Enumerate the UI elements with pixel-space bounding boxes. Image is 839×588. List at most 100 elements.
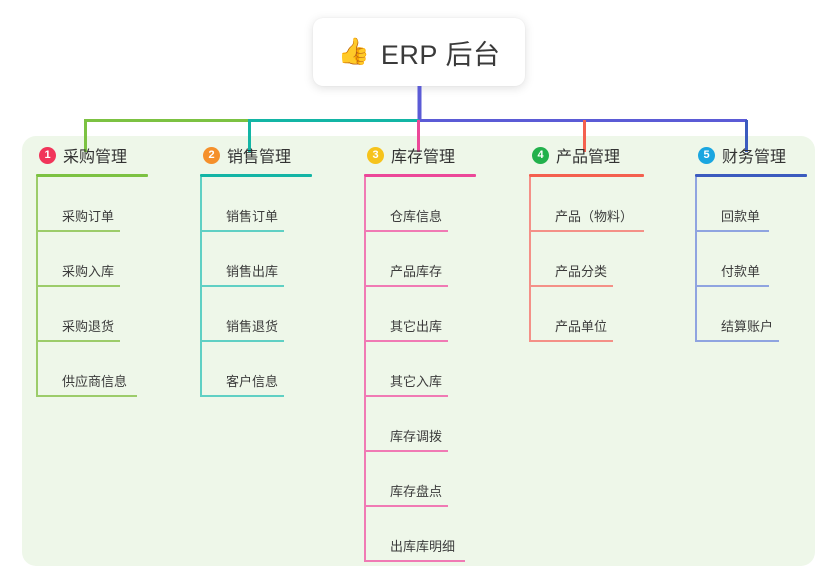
branch-item[interactable]: 其它入库 (364, 342, 514, 397)
root-node-card[interactable]: 👍 ERP 后台 (313, 18, 525, 86)
branch-title: 产品管理 (556, 149, 621, 166)
branch-title: 库存管理 (391, 149, 456, 166)
branch-column-5: 5 财务管理回款单付款单结算账户 (695, 142, 835, 342)
branch-item-label: 采购入库 (62, 264, 115, 279)
branch-children: 采购订单采购入库采购退货供应商信息 (36, 177, 186, 397)
branch-item-rule (36, 285, 120, 287)
branch-item[interactable]: 销售订单 (200, 177, 350, 232)
branch-item-rule (200, 340, 284, 342)
branch-item-rule (695, 340, 779, 342)
branch-item-rule (529, 285, 613, 287)
branch-children: 产品（物料） 产品分类产品单位 (529, 177, 689, 342)
branch-item[interactable]: 采购订单 (36, 177, 186, 232)
thumbs-up-icon: 👍 (337, 36, 370, 66)
branch-item-rule (529, 340, 613, 342)
branch-item-label: 其它出库 (390, 319, 443, 334)
branch-spine (364, 177, 366, 562)
branch-number-badge: 5 (698, 146, 715, 164)
branch-number-badge: 4 (532, 146, 549, 164)
root-node-title: ERP 后台 (380, 39, 501, 70)
branch-spine (200, 177, 202, 397)
branch-column-3: 3 库存管理仓库信息产品库存其它出库其它入库库存调拨库存盘点出库库明细 (364, 142, 514, 562)
branch-item-label: 回款单 (721, 209, 761, 224)
branch-title: 销售管理 (227, 149, 292, 166)
branch-item[interactable]: 回款单 (695, 177, 835, 232)
branch-item-label: 结算账户 (721, 319, 774, 334)
branch-header-rule (529, 174, 644, 177)
branch-column-4: 4 产品管理产品（物料） 产品分类产品单位 (529, 142, 689, 342)
branch-item-label: 产品库存 (390, 264, 443, 279)
branch-item[interactable]: 客户信息 (200, 342, 350, 397)
branch-item-label: 销售出库 (226, 264, 279, 279)
branch-header-rule (695, 174, 807, 177)
branch-item-rule (364, 505, 448, 507)
branch-item[interactable]: 产品分类 (529, 232, 689, 287)
branch-item-label: 产品（物料） (555, 209, 634, 224)
branch-item-label: 供应商信息 (62, 374, 128, 389)
branch-item[interactable]: 产品库存 (364, 232, 514, 287)
branch-item[interactable]: 产品（物料） (529, 177, 689, 232)
branch-spine (36, 177, 38, 397)
branch-header-2[interactable]: 2 销售管理 (200, 142, 350, 168)
branch-item-rule (695, 230, 769, 232)
branch-column-2: 2 销售管理销售订单销售出库销售退货客户信息 (200, 142, 350, 397)
branch-item-label: 采购订单 (62, 209, 115, 224)
branch-item-rule (200, 285, 284, 287)
branch-item[interactable]: 结算账户 (695, 287, 835, 342)
branch-item[interactable]: 其它出库 (364, 287, 514, 342)
branch-header-rule (200, 174, 312, 177)
branches-panel (22, 136, 815, 566)
branch-number-badge: 2 (203, 146, 220, 164)
branch-item-rule (36, 340, 120, 342)
branch-header-3[interactable]: 3 库存管理 (364, 142, 514, 168)
branch-spine (529, 177, 531, 342)
branch-title: 财务管理 (722, 149, 787, 166)
branch-item[interactable]: 产品单位 (529, 287, 689, 342)
branch-item-label: 产品单位 (555, 319, 608, 334)
branch-spine (695, 177, 697, 342)
branch-item-rule (364, 340, 448, 342)
branch-item-rule (36, 395, 137, 397)
branch-item-rule (695, 285, 769, 287)
branch-item-rule (364, 285, 448, 287)
branch-item-rule (36, 230, 120, 232)
branch-item[interactable]: 采购入库 (36, 232, 186, 287)
branch-number-badge: 1 (39, 146, 56, 164)
branch-item[interactable]: 付款单 (695, 232, 835, 287)
branch-item-label: 销售退货 (226, 319, 279, 334)
branch-item-label: 出库库明细 (390, 539, 456, 554)
branch-item[interactable]: 仓库信息 (364, 177, 514, 232)
branch-item-rule (364, 230, 448, 232)
branch-item-label: 产品分类 (555, 264, 608, 279)
branch-item-rule (364, 450, 448, 452)
branch-title: 采购管理 (63, 149, 128, 166)
branch-item-label: 付款单 (721, 264, 761, 279)
branch-header-rule (364, 174, 476, 177)
branch-item[interactable]: 采购退货 (36, 287, 186, 342)
branch-children: 销售订单销售出库销售退货客户信息 (200, 177, 350, 397)
branch-item-label: 库存调拨 (390, 429, 443, 444)
branch-header-rule (36, 174, 148, 177)
branch-item-label: 仓库信息 (390, 209, 443, 224)
branch-item[interactable]: 库存盘点 (364, 452, 514, 507)
branch-number-badge: 3 (367, 146, 384, 164)
branch-item-rule (200, 395, 284, 397)
branch-column-1: 1 采购管理采购订单采购入库采购退货供应商信息 (36, 142, 186, 397)
branch-item[interactable]: 出库库明细 (364, 507, 514, 562)
branch-item[interactable]: 供应商信息 (36, 342, 186, 397)
branch-item-label: 客户信息 (226, 374, 279, 389)
branch-header-4[interactable]: 4 产品管理 (529, 142, 689, 168)
branch-item[interactable]: 销售出库 (200, 232, 350, 287)
branch-header-5[interactable]: 5 财务管理 (695, 142, 835, 168)
branch-item[interactable]: 库存调拨 (364, 397, 514, 452)
branch-item-rule (364, 395, 448, 397)
branch-item-label: 库存盘点 (390, 484, 443, 499)
branch-item[interactable]: 销售退货 (200, 287, 350, 342)
branch-item-label: 采购退货 (62, 319, 115, 334)
branch-children: 仓库信息产品库存其它出库其它入库库存调拨库存盘点出库库明细 (364, 177, 514, 562)
branch-header-1[interactable]: 1 采购管理 (36, 142, 186, 168)
branch-item-label: 其它入库 (390, 374, 443, 389)
branch-item-label: 销售订单 (226, 209, 279, 224)
branch-children: 回款单付款单结算账户 (695, 177, 835, 342)
